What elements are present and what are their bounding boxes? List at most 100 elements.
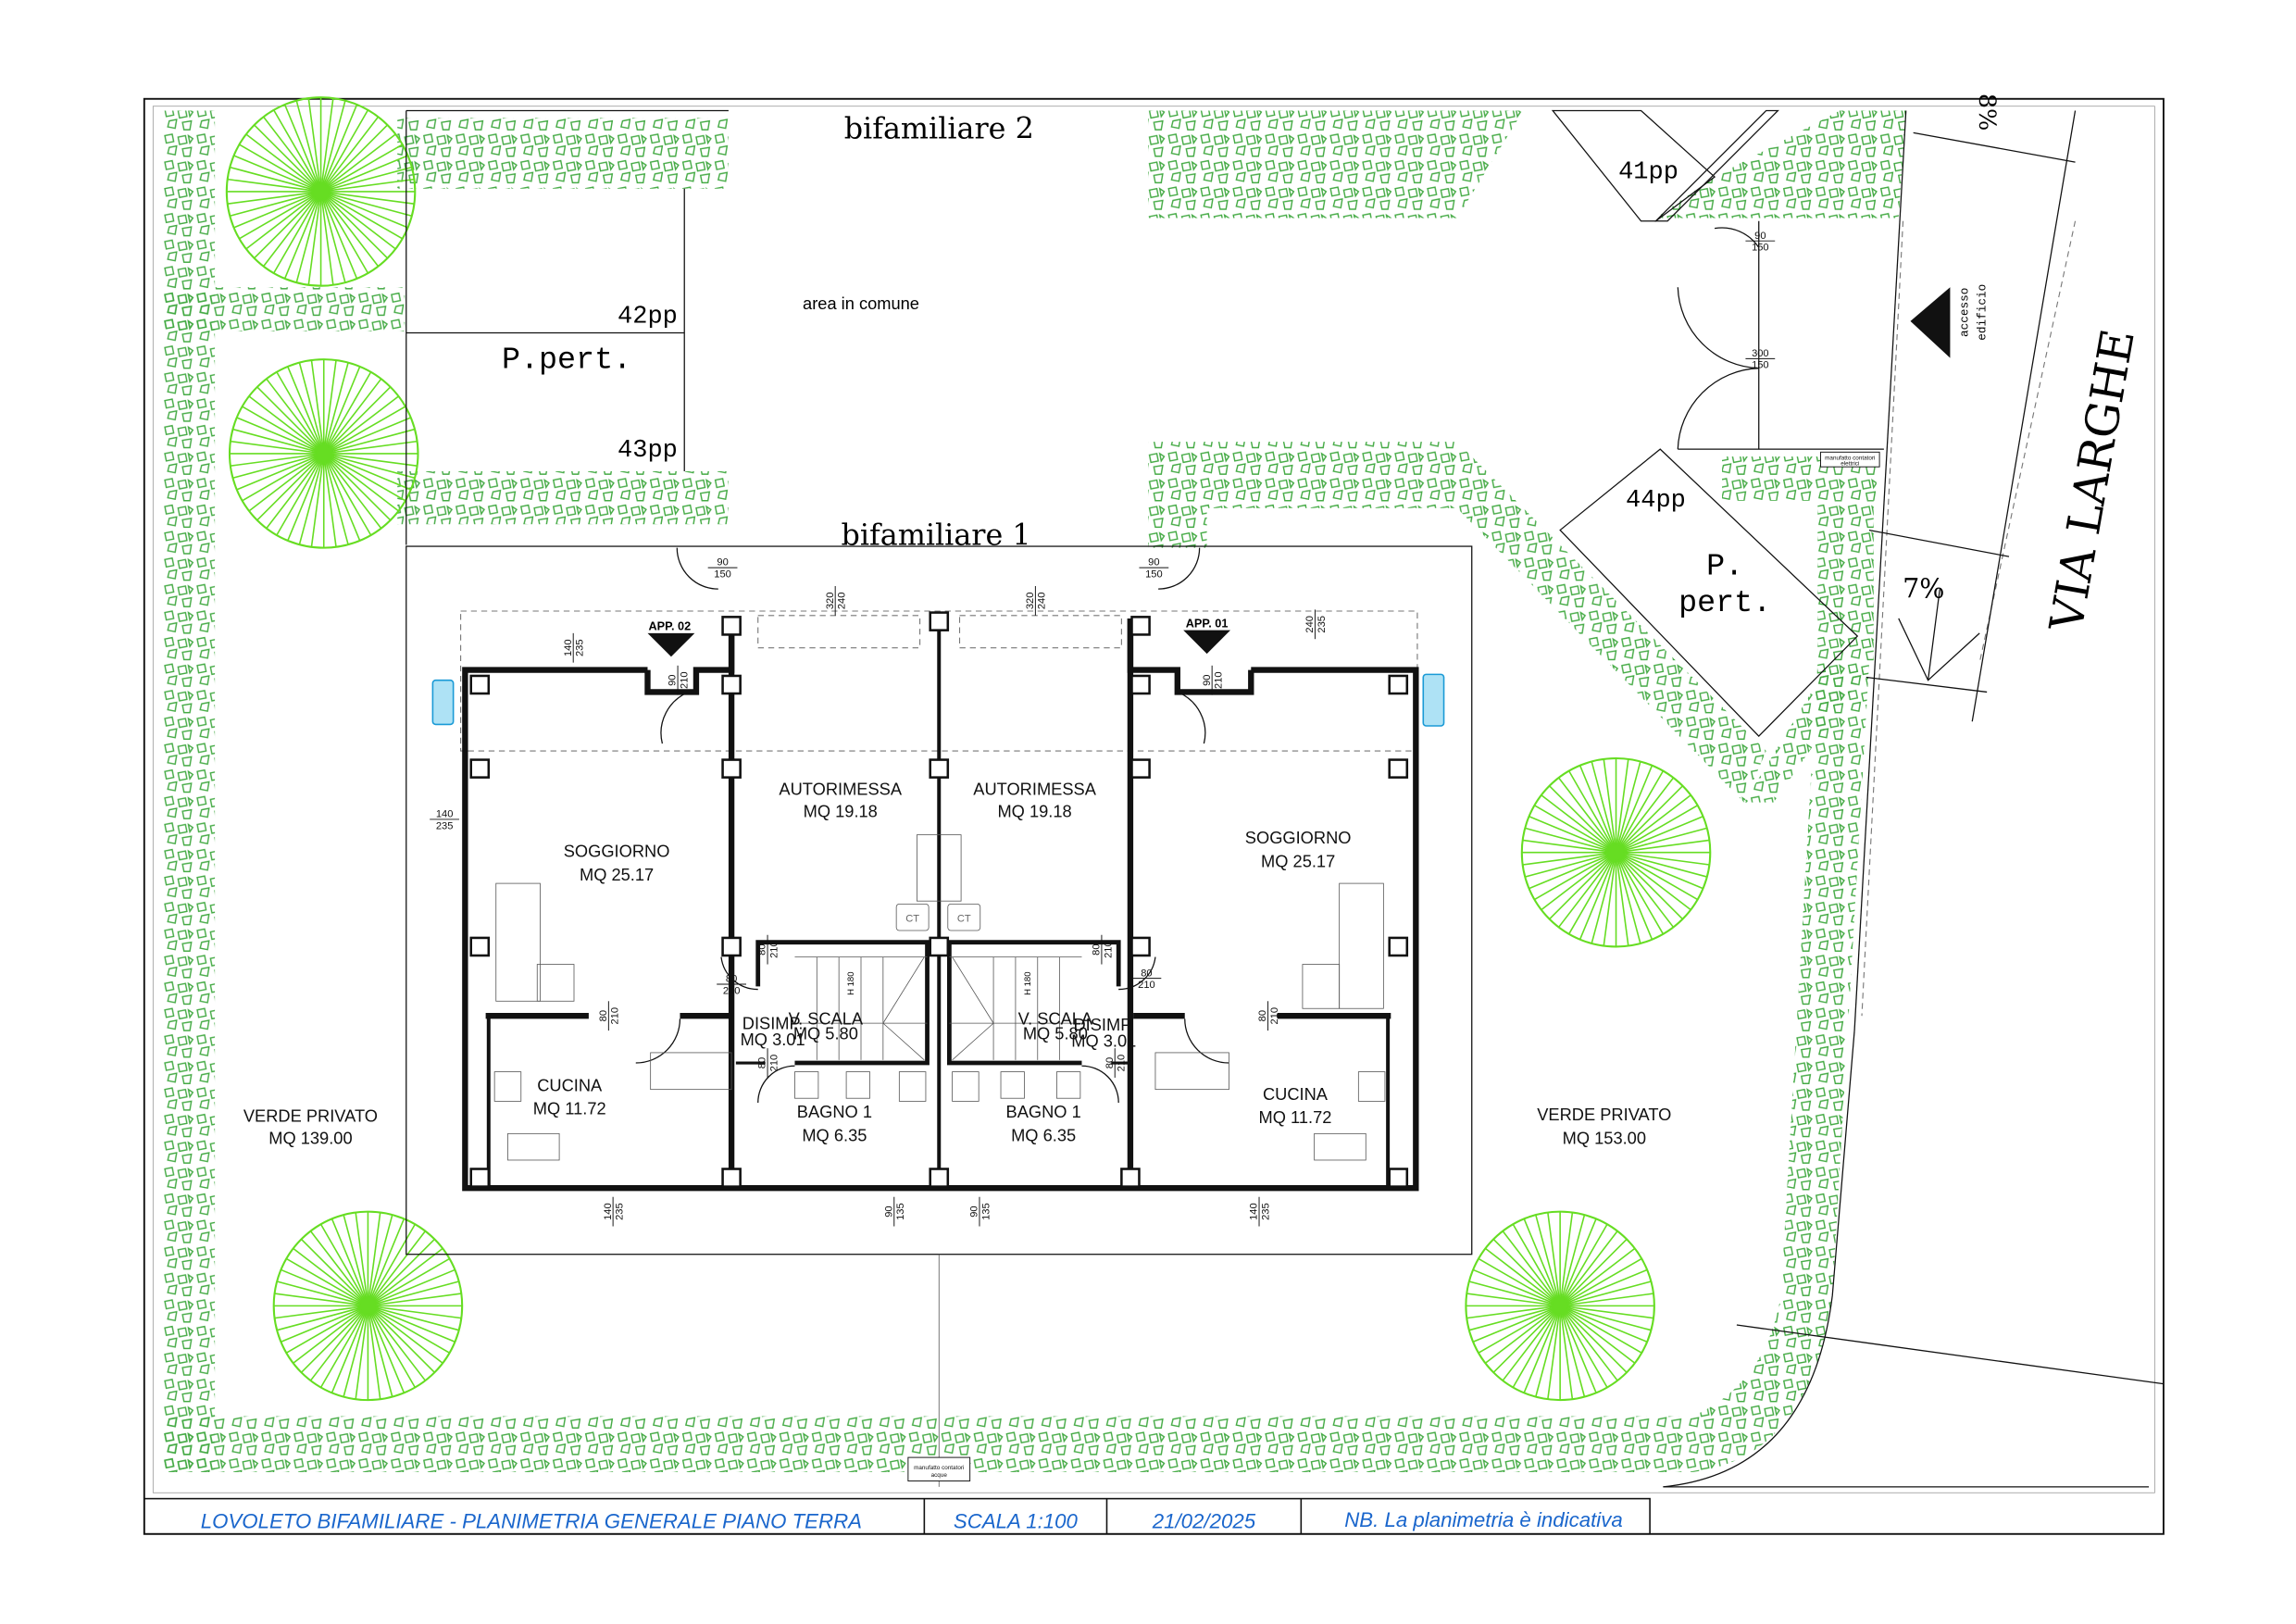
accesso-edificio-arrow	[1910, 287, 1951, 358]
dimension-value: 90	[1148, 557, 1159, 568]
label-41pp: 41pp	[1618, 159, 1678, 187]
pillar	[721, 616, 742, 636]
dimension-value: 210	[1117, 1055, 1128, 1072]
room-autorimessa-right: AUTORIMESSA	[973, 780, 1096, 799]
tree-icon	[1520, 756, 1712, 948]
dimension-value: 140	[563, 639, 574, 656]
pillar	[469, 1168, 491, 1188]
dimension-value: 90	[969, 1206, 980, 1217]
room-area: MQ 25.17	[1261, 852, 1335, 871]
label-44pp: 44pp	[1626, 487, 1686, 515]
pillar	[721, 758, 742, 779]
label-ct-right: CT	[957, 913, 971, 924]
title-project: LOVOLETO BIFAMILIARE - PLANIMETRIA GENER…	[201, 1509, 862, 1532]
room-area: MQ 19.18	[804, 802, 878, 821]
room-disimp-right: DISIMP.	[1073, 1015, 1134, 1034]
room-area: MQ 5.80	[793, 1024, 858, 1043]
pillar	[1388, 674, 1409, 695]
dimension-value: 235	[575, 639, 586, 656]
pillar	[721, 936, 742, 957]
label-contatori-acque-1: manufatto contatori	[914, 1465, 964, 1471]
label-contatori-acque-2: acque	[931, 1472, 948, 1479]
label-ppert-right-1: P.	[1706, 549, 1743, 584]
pillar	[929, 758, 950, 779]
room-area: MQ 25.17	[580, 865, 654, 884]
dimension-value: 140	[1249, 1203, 1260, 1220]
pillar	[929, 1168, 950, 1188]
label-slope-8: 8%	[1974, 94, 2002, 131]
dimension-value: 90	[883, 1206, 894, 1217]
dimension-value: 140	[603, 1203, 614, 1220]
dimension-value: 150	[1752, 360, 1769, 371]
dimension-value: 80	[757, 943, 768, 955]
dimension-value: 80	[1257, 1010, 1268, 1021]
room-soggiorno-right: SOGGIORNO	[1245, 828, 1352, 847]
label-ct-left: CT	[905, 913, 919, 924]
label-area-comune: area in comune	[803, 294, 919, 313]
room-area: MQ 6.35	[802, 1125, 867, 1144]
room-area: MQ 11.72	[533, 1099, 606, 1118]
dimension-value: 90	[1754, 231, 1766, 242]
tree-icon	[228, 358, 419, 549]
pillar	[469, 936, 491, 957]
pillar	[1130, 758, 1151, 779]
room-autorimessa-left: AUTORIMESSA	[779, 780, 902, 799]
dimension-value: 210	[1103, 941, 1114, 958]
dimension-value: 80	[1141, 968, 1152, 979]
label-via-larghe: VIA LARGHE	[2039, 325, 2145, 636]
room-scala-right: V. SCALA	[1018, 1009, 1093, 1029]
label-bifamiliare-1: bifamiliare 1	[842, 518, 1031, 552]
label-42pp: 42pp	[618, 303, 678, 331]
label-app-01: APP. 01	[1186, 616, 1229, 630]
dimension-value: 135	[895, 1203, 906, 1220]
label-contatori-elettrici-2: elettrici	[1841, 461, 1859, 468]
trees	[225, 96, 1712, 1402]
tree-icon	[225, 96, 417, 287]
label-edificio: edificio	[1976, 284, 1990, 341]
room-area: MQ 3.01	[741, 1030, 805, 1049]
dimension-value: 210	[679, 671, 690, 689]
room-labels: SOGGIORNO MQ 25.17 SOGGIORNO MQ 25.17 AU…	[243, 780, 1672, 1148]
room-bagno-left: BAGNO 1	[797, 1102, 872, 1121]
pillar	[1130, 674, 1151, 695]
dimension-value: 210	[768, 1055, 780, 1072]
title-note: NB. La planimetria è indicativa	[1344, 1508, 1623, 1531]
room-cucina-right: CUCINA	[1263, 1084, 1329, 1104]
contatori-acque-box	[907, 1456, 971, 1482]
pillar	[1130, 616, 1151, 636]
title-scale: SCALA 1:100	[954, 1509, 1079, 1532]
dimension-value: 150	[714, 568, 731, 580]
label-bifamiliare-2: bifamiliare 2	[844, 112, 1034, 146]
dimension-value: 210	[768, 941, 780, 958]
site-labels: bifamiliare 2 bifamiliare 1 area in comu…	[502, 94, 2145, 1479]
label-accesso: accesso	[1957, 288, 1971, 337]
dimension-value: 150	[1145, 568, 1163, 580]
title-block: LOVOLETO BIFAMILIARE - PLANIMETRIA GENER…	[144, 1497, 1651, 1535]
dimension-value: 240	[837, 593, 848, 610]
room-area: MQ 5.80	[1023, 1024, 1088, 1043]
floor-plan	[431, 547, 1445, 1192]
tree-icon	[272, 1210, 464, 1402]
room-area: MQ 153.00	[1563, 1128, 1646, 1147]
room-area: MQ 139.00	[268, 1128, 352, 1147]
dimension-value: 90	[1202, 675, 1213, 686]
room-disimp-left: DISIMP.	[742, 1013, 804, 1032]
label-ppert-left: P.pert.	[502, 344, 631, 379]
room-area: MQ 19.18	[997, 802, 1071, 821]
dimension-value: 150	[1752, 243, 1769, 254]
